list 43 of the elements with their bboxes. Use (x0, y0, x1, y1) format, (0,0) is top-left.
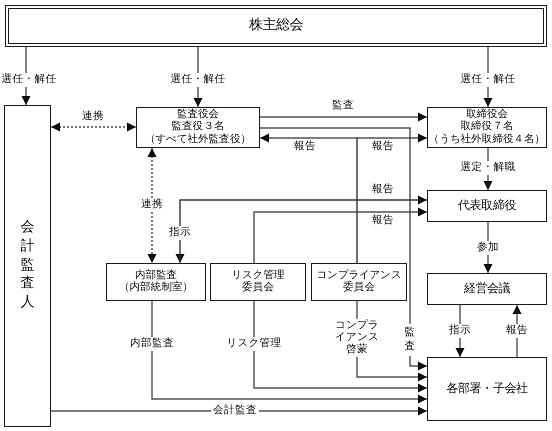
box-title: 会計監査人 (20, 218, 36, 312)
edge-label: 連携 (139, 198, 165, 212)
box-text: 取締役７名 (460, 121, 514, 133)
box-title: 各部署・子会社 (446, 382, 528, 396)
box-text: （内部統制室） (118, 282, 194, 294)
edge-label: 指示 (167, 226, 193, 240)
edge-label: 指示 (447, 324, 473, 338)
dotted-arrow (148, 148, 156, 263)
process-box (427, 190, 547, 222)
arrow (356, 134, 427, 263)
process-box (136, 107, 260, 148)
box-title: リスク管理委員会 (230, 270, 286, 294)
process-box (210, 263, 306, 301)
box-text: （すべて社外監査役） (144, 134, 251, 146)
box-title: 経営会議 (464, 282, 510, 296)
box-title: コンプライアンス委員会 (316, 270, 402, 294)
edge-label: 選任・解任 (0, 72, 58, 88)
arrow (253, 301, 427, 392)
process-box (427, 273, 547, 305)
edge-label: 内部監査 (128, 336, 176, 352)
process-box (311, 263, 407, 301)
arrow (151, 301, 427, 404)
header-box (5, 5, 547, 47)
box-text: （うち社外取締役４名） (428, 134, 546, 146)
box-text: 監査役３名 (171, 121, 224, 133)
edge-label: 選任・解任 (458, 72, 518, 88)
edge-label: 選定・解職 (458, 160, 518, 176)
arrow (260, 127, 427, 370)
box-title: 代表取締役 (458, 199, 516, 213)
arrow (260, 112, 427, 122)
process-box (106, 263, 206, 301)
dotted-arrow (51, 122, 136, 132)
box-title: 内部監査 (134, 270, 178, 281)
edge-label: 選任・解任 (168, 72, 228, 88)
arrow (253, 208, 427, 263)
vertical-box (4, 105, 51, 427)
process-box (427, 357, 547, 421)
box-title: 監査役会 (176, 109, 220, 120)
edge-label: 監査 (404, 324, 416, 356)
box-title: 取締役会 (466, 109, 508, 120)
box-title: 株主総会 (248, 18, 304, 34)
edge-label: 報告 (504, 324, 530, 338)
process-box (427, 107, 547, 148)
